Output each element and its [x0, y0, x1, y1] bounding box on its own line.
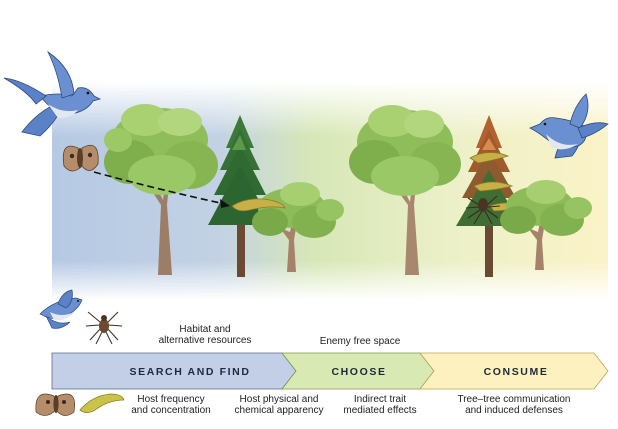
label-indirect-trait: Indirect trait mediated effects [343, 394, 417, 416]
deciduous-tree-icon [104, 104, 218, 275]
bird-icon [529, 93, 609, 159]
label-enemy-free-space: Enemy free space [319, 336, 401, 347]
caterpillar-icon [231, 198, 286, 212]
caterpillar-icon [79, 393, 125, 413]
label-host-apparency: Host physical and chemical apparency [234, 394, 324, 416]
conifer-tree-icon [208, 115, 272, 277]
deciduous-tree-icon [500, 180, 592, 270]
caterpillar-icon [473, 181, 514, 192]
stage-label-search-and-find: SEARCH AND FIND [129, 366, 250, 378]
label-host-frequency: Host frequency and concentration [131, 394, 211, 416]
caterpillar-icon [469, 152, 510, 164]
stage-label-consume: CONSUME [484, 366, 549, 378]
stage-label-choose: CHOOSE [331, 366, 386, 378]
label-habitat: Habitat and alternative resources [158, 324, 252, 346]
spider-icon [465, 195, 501, 225]
moth-icon [62, 144, 99, 172]
moth-icon [35, 393, 75, 416]
stage-consume [419, 352, 609, 390]
bird-icon [39, 289, 83, 329]
deciduous-tree-icon [349, 105, 461, 275]
flight-path-arrow [93, 171, 226, 205]
deciduous-tree-icon [252, 182, 344, 272]
label-tree-communication: Tree–tree communication and induced defe… [457, 394, 571, 416]
bird-icon [3, 50, 102, 137]
spider-icon [85, 311, 123, 345]
